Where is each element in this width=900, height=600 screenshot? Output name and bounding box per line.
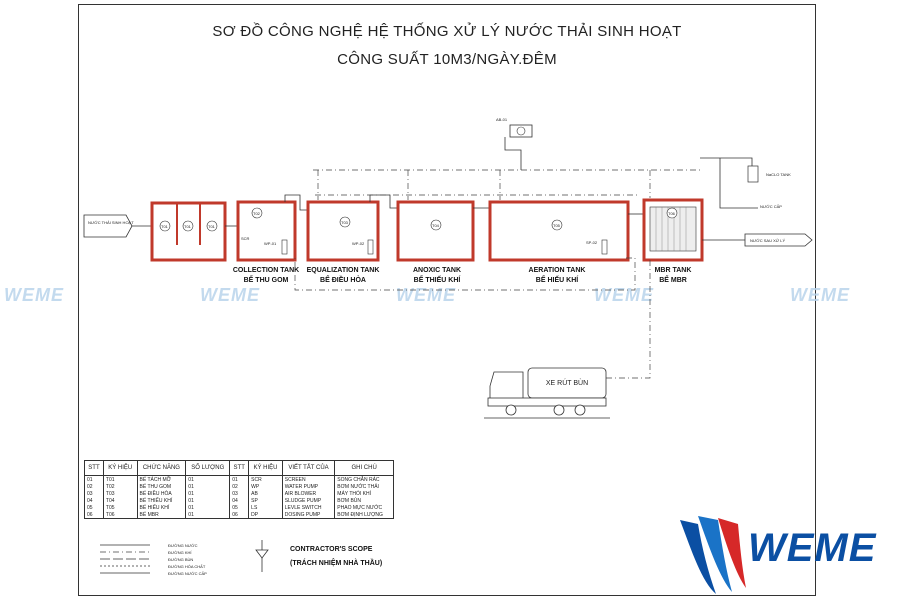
column-header: KÝ HIỆU (248, 460, 283, 476)
watermark: WEME (790, 285, 850, 305)
anoxic-tank: T04 ANOXIC TANK BỂ THIẾU KHÍ (396, 200, 475, 284)
outlet-label: NƯỚC SAU XỬ LÝ (750, 238, 785, 243)
pump-label: WP-01 (264, 241, 277, 246)
pump-label: WP-02 (352, 241, 365, 246)
tank-name-vi: BỂ THU GOM (244, 275, 289, 284)
tank-name: AERATION TANK (529, 267, 586, 274)
collection-tank: T02 SCR WP-01 COLLECTION TANK BỂ THU GOM (233, 200, 299, 284)
table-header-row: STT KÝ HIỆU CHỨC NĂNG SỐ LƯỢNG STT KÝ HI… (84, 460, 394, 476)
blower-label: AB-01 (496, 117, 508, 122)
pump-icon (367, 239, 374, 255)
column-header: SỐ LƯỢNG (185, 460, 231, 476)
tank-code: T06 (668, 211, 676, 216)
tank-code: T05 (553, 223, 561, 228)
legend-item: ĐƯỜNG NƯỚC (168, 543, 198, 548)
tank-name: MBR TANK (655, 267, 692, 274)
sludge-truck: XE RÚT BÙN (484, 367, 610, 419)
brand-name: WEME (748, 526, 877, 570)
column-header: CHỨC NĂNG (136, 460, 187, 476)
screen-label: SCR (241, 236, 250, 241)
equalization-tank: T03 WP-02 EQUALIZATION TANK BỂ ĐIỀU HÒA (306, 200, 380, 284)
mbr-tank: T06 MBR TANK BỂ MBR (642, 198, 704, 284)
legend-item: ĐƯỜNG HÓA CHẤT (168, 564, 206, 569)
column-header: STT (84, 460, 104, 476)
weme-logo (680, 516, 746, 594)
pump-icon (281, 239, 288, 255)
pump-icon (601, 239, 608, 255)
aeration-tank: T05 SP-02 AERATION TANK BỂ HIẾU KHÍ (488, 200, 630, 284)
drawing-frame: SƠ ĐỒ CÔNG NGHỆ HỆ THỐNG XỬ LÝ NƯỚC THẢI… (78, 4, 816, 596)
column-header: VIẾT TẮT CỦA (281, 460, 336, 476)
tank-name-vi: BỂ THIẾU KHÍ (414, 274, 462, 284)
tank-name: ANOXIC TANK (413, 267, 461, 274)
tank-name: COLLECTION TANK (233, 267, 299, 274)
tank-code: T02 (253, 211, 261, 216)
tank-code: T01 (161, 224, 169, 229)
contractor-scope: CONTRACTOR'S SCOPE (TRÁCH NHIỆM NHÀ THẦU… (255, 540, 382, 572)
naclo-label: NaCLO TANK (766, 172, 791, 177)
clean-water-label: NƯỚC CẤP (760, 204, 782, 209)
scope-subtitle: (TRÁCH NHIỆM NHÀ THẦU) (290, 557, 382, 567)
tank-name-vi: BỂ MBR (659, 275, 687, 284)
tank-name-vi: BỂ ĐIỀU HÒA (320, 274, 366, 284)
column-header: KÝ HIỆU (102, 460, 138, 476)
watermark: WEME (4, 285, 64, 305)
pump-label: SP-02 (586, 240, 598, 245)
column-header: STT (229, 460, 250, 476)
naclo-dosing: NaCLO TANK NƯỚC CẤP (700, 157, 791, 209)
inlet-label: NƯỚC THẢI SINH HOẠT (88, 220, 134, 225)
air-blower: AB-01 (496, 117, 533, 170)
tank-code: T01 (208, 224, 216, 229)
legend-item: ĐƯỜNG KHÍ (168, 550, 192, 555)
grease-separation-tank: T01 T01 T01 (150, 201, 227, 262)
inlet: NƯỚC THẢI SINH HOẠT (83, 214, 152, 238)
watermark: WEME (200, 285, 260, 305)
outlet: NƯỚC SAU XỬ LÝ (702, 233, 813, 247)
tank-code: T01 (184, 224, 192, 229)
equipment-table: STT KÝ HIỆU CHỨC NĂNG SỐ LƯỢNG STT KÝ HI… (84, 460, 394, 519)
scope-title: CONTRACTOR'S SCOPE (290, 546, 373, 553)
diagram-title: SƠ ĐỒ CÔNG NGHỆ HỆ THỐNG XỬ LÝ NƯỚC THẢI… (212, 23, 682, 40)
tank-name-vi: BỂ HIẾU KHÍ (536, 274, 579, 284)
line-legend: ĐƯỜNG NƯỚC ĐƯỜNG KHÍ ĐƯỜNG BÙN ĐƯỜNG HÓA… (100, 543, 207, 576)
truck-label: XE RÚT BÙN (546, 378, 588, 387)
tank-code: T03 (341, 220, 349, 225)
legend-item: ĐƯỜNG NƯỚC CẤP (168, 571, 207, 576)
column-header: GHI CHÚ (334, 460, 394, 476)
diagram-subtitle: CÔNG SUẤT 10M3/NGÀY.ĐÊM (337, 51, 557, 68)
legend-item: ĐƯỜNG BÙN (168, 557, 193, 562)
tank-name: EQUALIZATION TANK (307, 267, 380, 274)
tank-code: T04 (432, 223, 440, 228)
